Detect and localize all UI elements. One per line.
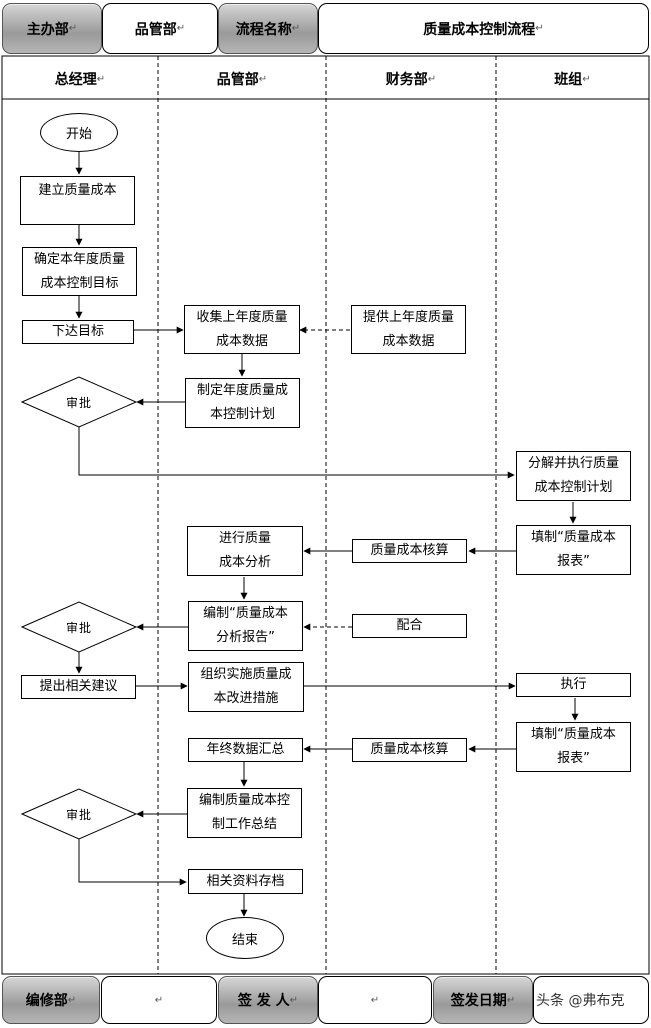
approval-label-2: 审批 bbox=[65, 621, 92, 635]
step-decompose-execute-plan: 分解并执行质量成本控制计划 bbox=[516, 451, 631, 501]
step-execute: 执行 bbox=[516, 673, 631, 697]
process-name-value: 质量成本控制流程↵ bbox=[318, 3, 649, 54]
issuer-value: ↵ bbox=[318, 976, 432, 1024]
process-name-label: 流程名称↵ bbox=[218, 3, 318, 54]
step-compile-analysis-report: 编制“质量成本分析报告” bbox=[188, 601, 303, 651]
lane-team: 班组↵ bbox=[554, 72, 591, 88]
step-make-annual-plan: 制定年度质量成本控制计划 bbox=[185, 378, 300, 428]
editor-dept-label: 编修部↵ bbox=[2, 976, 100, 1024]
step-compile-work-summary: 编制质量成本控制工作总结 bbox=[187, 788, 302, 838]
issue-date-value: 头条 @弗布克 bbox=[533, 976, 649, 1024]
step-establish-cost: 建立质量成本 bbox=[20, 176, 135, 225]
step-issue-target: 下达目标 bbox=[22, 320, 134, 344]
step-provide-last-year-data: 提供上年度质量成本数据 bbox=[351, 305, 466, 354]
approval-label-3: 审批 bbox=[65, 808, 92, 822]
step-cost-accounting-1: 质量成本核算 bbox=[352, 539, 467, 563]
lane-general-manager: 总经理↵ bbox=[54, 72, 106, 88]
step-cost-accounting-2: 质量成本核算 bbox=[352, 738, 467, 762]
step-fill-cost-report-2: 填制“质量成本报表” bbox=[516, 722, 631, 772]
host-dept-label: 主办部↵ bbox=[2, 3, 102, 54]
editor-dept-value: ↵ bbox=[101, 976, 217, 1024]
approval-diamond-2 bbox=[20, 601, 138, 653]
step-implement-improvements: 组织实施质量成本改进措施 bbox=[188, 662, 304, 712]
lane-finance-dept: 财务部↵ bbox=[385, 72, 437, 88]
arrow-d3-to-n20 bbox=[78, 839, 187, 886]
approval-diamond-3 bbox=[20, 788, 138, 840]
watermark-text: 头条 @弗布克 bbox=[536, 993, 625, 1009]
end-terminator: 结束 bbox=[206, 917, 284, 959]
approval-diamond-1 bbox=[20, 376, 138, 428]
issuer-label: 签 发 人↵ bbox=[218, 976, 318, 1024]
lane-quality-dept: 品管部↵ bbox=[216, 72, 268, 88]
arrow-d1-to-n7 bbox=[78, 427, 515, 479]
start-terminator: 开始 bbox=[40, 113, 118, 152]
host-dept-value: 品管部↵ bbox=[102, 3, 218, 54]
step-collect-last-year-data: 收集上年度质量成本数据 bbox=[184, 305, 300, 354]
step-fill-cost-report-1: 填制“质量成本报表” bbox=[516, 525, 631, 575]
step-cooperate: 配合 bbox=[352, 614, 467, 638]
step-archive-documents: 相关资料存档 bbox=[188, 869, 303, 894]
issue-date-label: 签发日期↵ bbox=[433, 976, 533, 1024]
step-set-annual-target: 确定本年度质量成本控制目标 bbox=[22, 247, 137, 296]
step-propose-suggestions: 提出相关建议 bbox=[21, 675, 136, 699]
step-year-end-summary: 年终数据汇总 bbox=[188, 738, 303, 762]
approval-label-1: 审批 bbox=[65, 396, 92, 410]
step-quality-cost-analysis: 进行质量成本分析 bbox=[187, 526, 303, 576]
